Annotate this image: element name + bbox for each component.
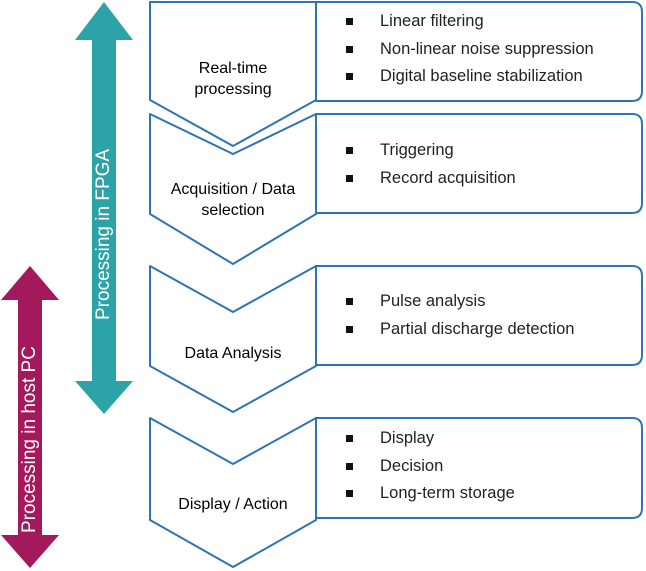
stage-label-2: Acquisition / Data selection — [170, 181, 296, 219]
host-pc-double-arrow — [1, 266, 59, 568]
fpga-arrow-label: Processing in FPGA — [93, 148, 114, 320]
stage-panel-4 — [315, 417, 643, 519]
stage-items-2: Triggering Record acquisition — [340, 137, 516, 192]
list-item: Digital baseline stabilization — [340, 63, 594, 91]
stage-panel-2 — [315, 113, 643, 214]
stage-items-1: Linear filtering Non-linear noise suppre… — [340, 8, 594, 91]
stage-items-4: Display Decision Long-term storage — [340, 425, 515, 508]
stage-chevron-1 — [149, 1, 317, 147]
list-item: Pulse analysis — [340, 288, 574, 316]
list-item: Record acquisition — [340, 165, 516, 193]
list-item: Triggering — [340, 137, 516, 165]
stage-chevron-4 — [149, 417, 317, 568]
stage-chevron-3 — [149, 265, 317, 413]
host-pc-arrow-label: Processing in host PC — [19, 346, 40, 533]
list-item: Decision — [340, 453, 515, 481]
stage-label-3: Data Analysis — [184, 345, 282, 362]
stage-panel-1 — [315, 1, 643, 102]
list-item: Long-term storage — [340, 480, 515, 508]
list-item: Display — [340, 425, 515, 453]
list-item: Partial discharge detection — [340, 316, 574, 344]
fpga-double-arrow — [75, 2, 133, 414]
list-item: Non-linear noise suppression — [340, 36, 594, 64]
list-item: Linear filtering — [340, 8, 594, 36]
stage-label-4: Display / Action — [178, 496, 288, 513]
stage-label-1: Real-time processing — [194, 60, 272, 98]
stage-panel-3 — [315, 265, 643, 366]
stage-items-3: Pulse analysis Partial discharge detecti… — [340, 288, 574, 343]
